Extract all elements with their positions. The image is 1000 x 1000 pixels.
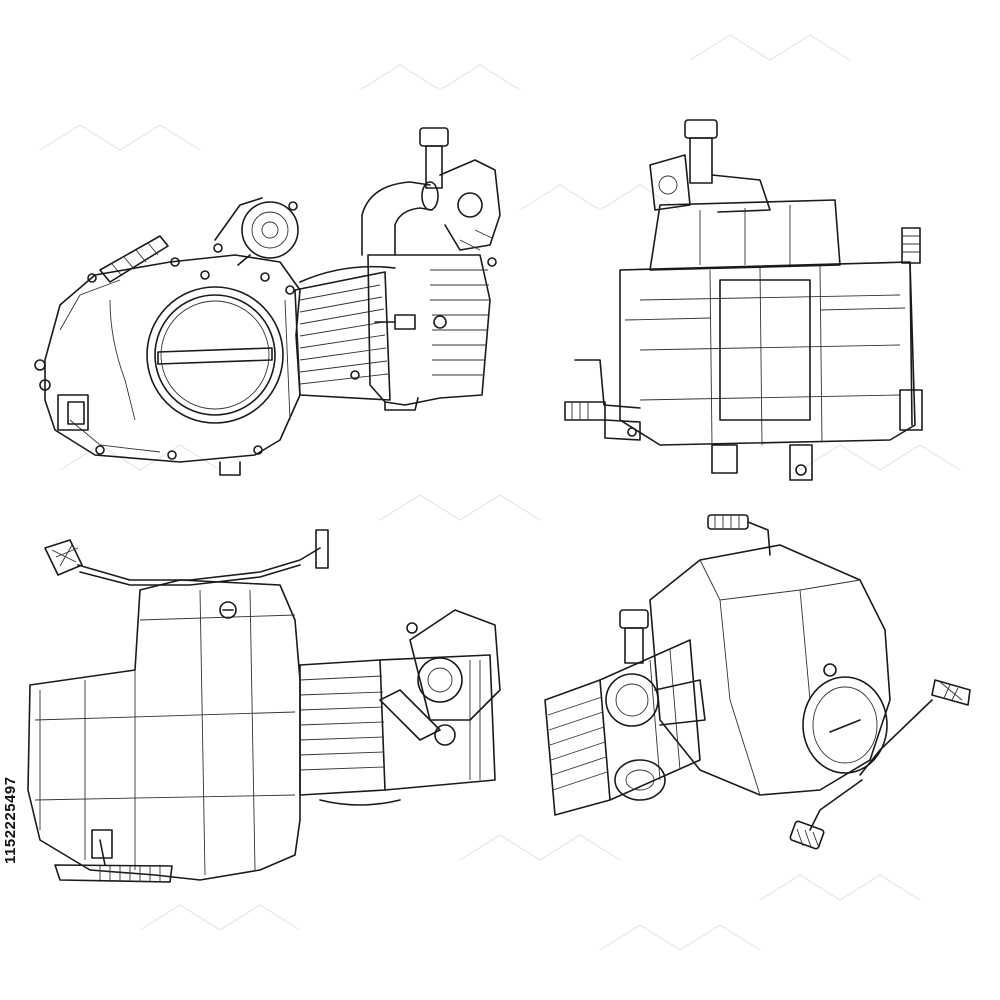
kick-lever [899, 227, 923, 431]
cylinder-block [299, 654, 496, 806]
gear-shift-stub [57, 394, 241, 476]
cylinder-block [294, 265, 396, 401]
kick-lever [99, 235, 169, 283]
cylinder-head [544, 639, 701, 816]
intake-manifold [361, 181, 439, 256]
gear-pedal [44, 529, 329, 586]
stock-id-label: 1152225497 [2, 776, 19, 864]
carburetor [605, 609, 706, 801]
starter-motor [213, 197, 299, 266]
kick-lever [54, 829, 173, 883]
engine-side-view [34, 127, 501, 476]
carburetor [649, 119, 771, 213]
engine-top-view [27, 529, 501, 883]
engine-front-view [564, 119, 923, 481]
engine-isometric-view [544, 514, 971, 850]
cylinder-head [350, 254, 491, 411]
carburetor [379, 609, 501, 746]
clutch-cover [802, 663, 888, 774]
gear-pedal [789, 679, 971, 850]
watermark-pattern [39, 34, 961, 951]
clutch-cover [146, 286, 284, 424]
carburetor [419, 127, 501, 267]
mount-bracket [564, 359, 641, 441]
